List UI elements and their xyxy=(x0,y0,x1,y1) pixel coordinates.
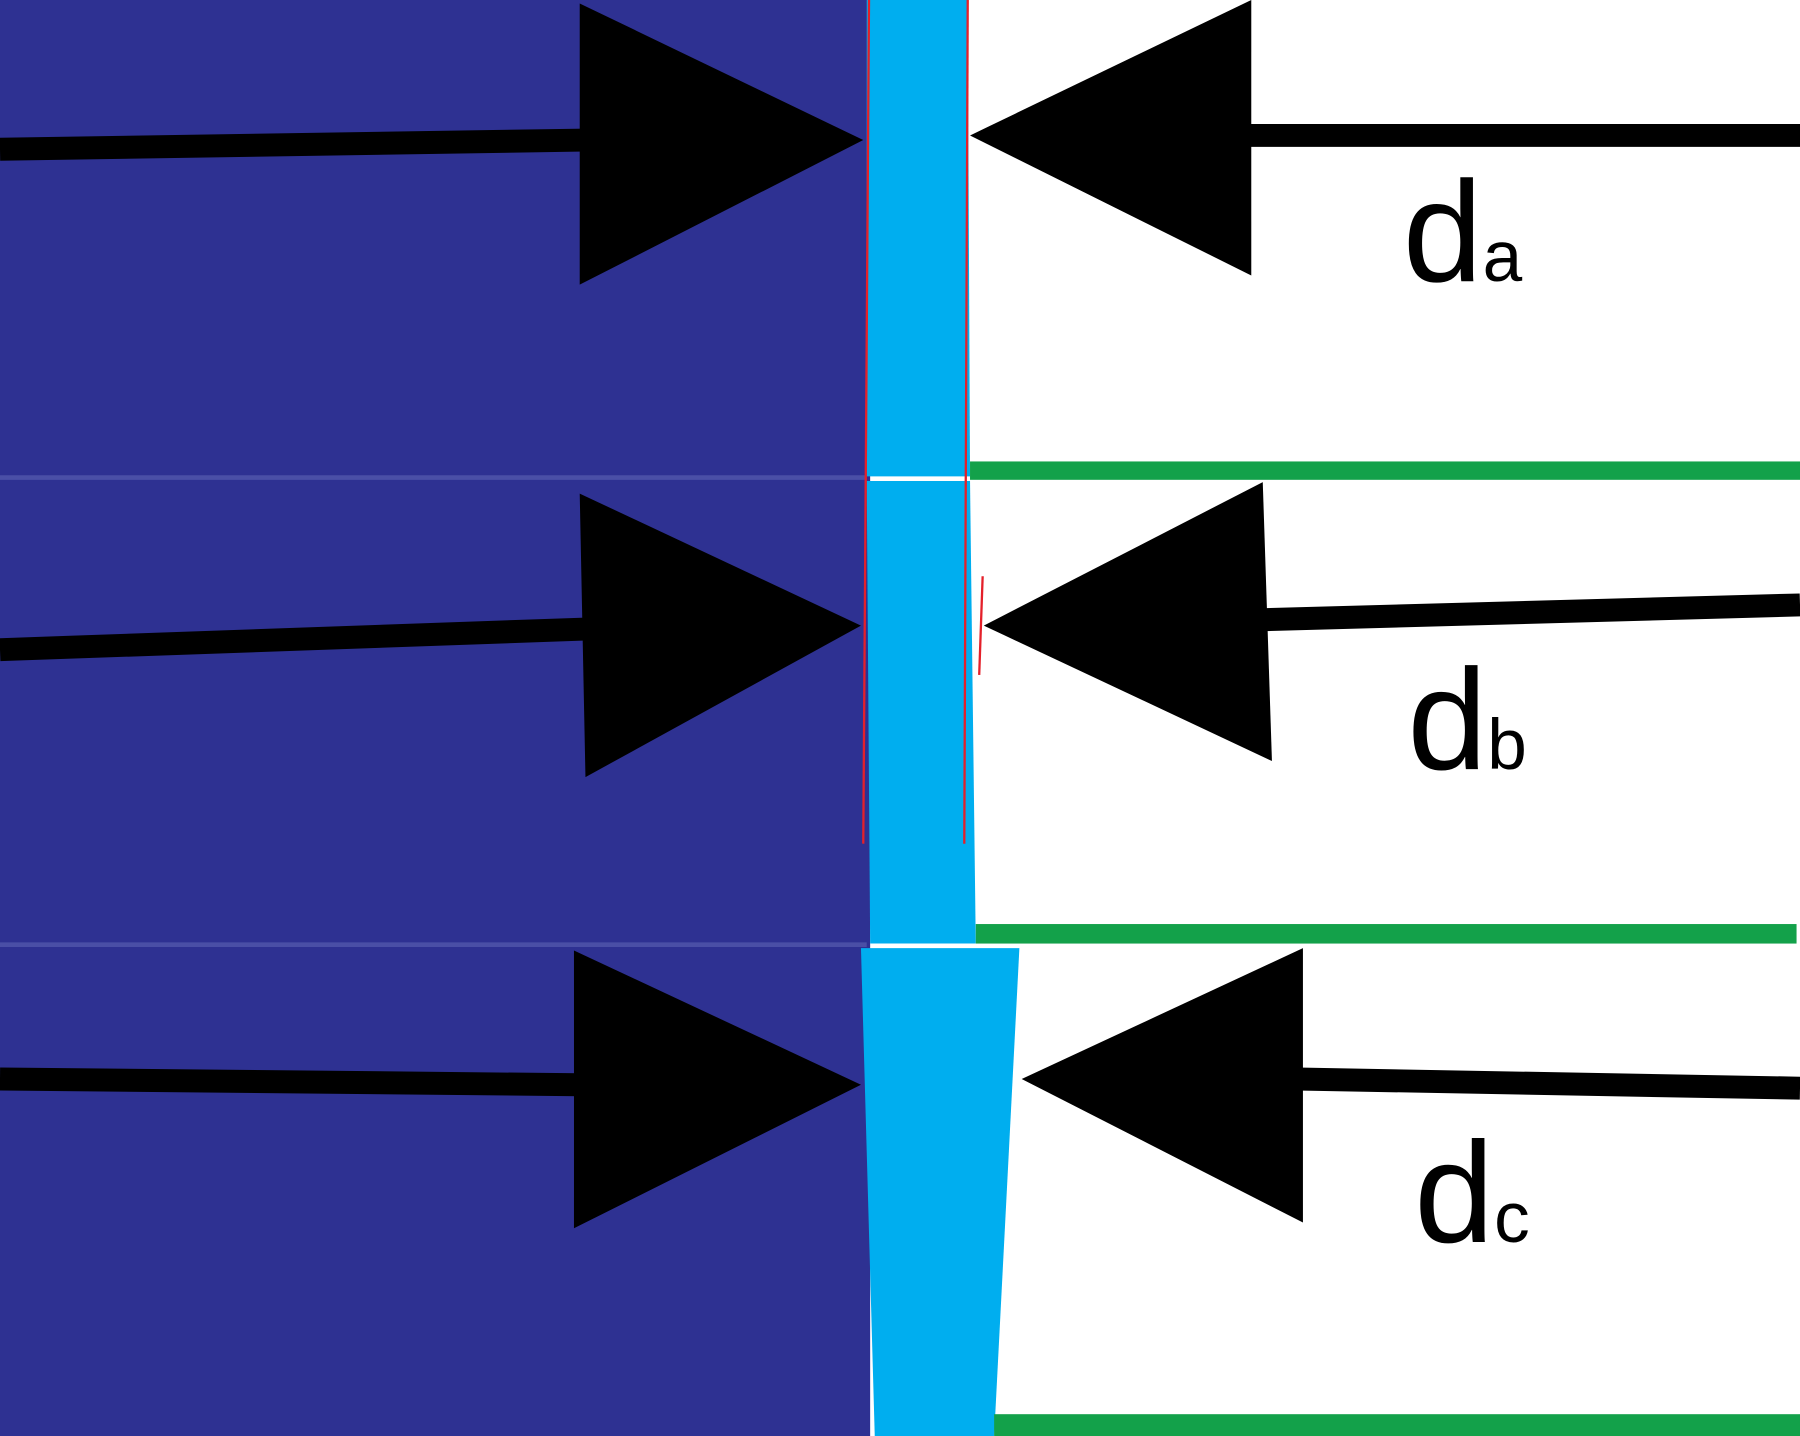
surface-line-b xyxy=(975,924,1797,944)
reference-tick xyxy=(978,576,984,675)
surface-line-a xyxy=(970,461,1800,480)
arrow-right-shaft-a xyxy=(0,128,586,161)
arrow-right-shaft-b xyxy=(0,617,586,662)
layer-band-b xyxy=(866,480,976,944)
arrow-right-shaft-c xyxy=(0,1067,580,1097)
thickness-label-c: dc xyxy=(1414,1113,1529,1273)
arrow-right-head-c xyxy=(573,950,861,1229)
arrow-right-head-a xyxy=(579,3,864,285)
arrow-left-shaft-b xyxy=(1256,593,1800,632)
arrow-left-head-c xyxy=(1021,948,1303,1223)
arrow-left-head-b xyxy=(983,482,1272,762)
surface-line-c xyxy=(994,1414,1800,1436)
layer-band-c xyxy=(860,948,1020,1436)
substrate-region xyxy=(0,0,871,1436)
arrow-right-head-b xyxy=(579,493,861,778)
arrow-left-shaft-c xyxy=(1296,1067,1800,1100)
reference-line-left xyxy=(862,0,871,844)
thickness-label-a: da xyxy=(1403,152,1523,312)
layer-band-a xyxy=(866,0,971,477)
arrow-left-head-a xyxy=(970,0,1252,276)
reference-line-right xyxy=(963,0,969,844)
thickness-label-b: db xyxy=(1407,640,1526,800)
